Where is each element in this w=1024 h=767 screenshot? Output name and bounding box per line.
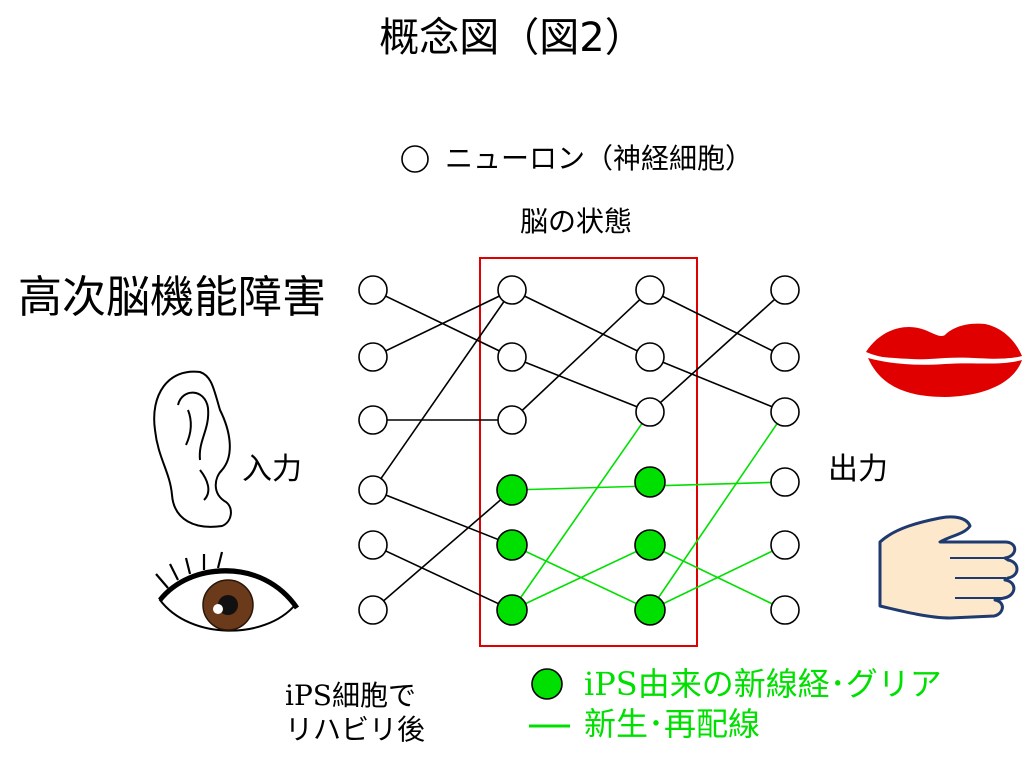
neuron [770,467,800,497]
output-label: 出力 [828,452,888,487]
lips-icon [866,323,1023,397]
legend-wiring-label: 新生･再配線 [584,705,761,743]
neuron-column-2 [496,275,528,626]
neuron [497,342,527,372]
connection [649,289,786,413]
neuron [358,475,388,505]
neuron-column-1 [358,275,388,625]
ips-neuron [496,529,528,561]
connection [511,356,651,413]
connection [511,289,651,421]
ips-neuron [496,594,528,626]
neuron [635,275,665,305]
connection [649,356,786,413]
ips-neuron [634,529,666,561]
legend-neuron-label: ニューロン（神経細胞） [445,142,754,175]
neuron [770,595,800,625]
neuron [358,342,388,372]
eye-icon [155,551,300,632]
connection [372,544,513,611]
neuron [358,405,388,435]
legend-neuron-icon [401,145,429,173]
input-label: 入力 [242,452,302,487]
new-connection [511,411,651,611]
neuron [635,397,665,427]
neuron [770,275,800,305]
ips-neuron [496,474,528,506]
new-wiring-connections [511,411,786,611]
ips-neuron [634,594,666,626]
new-connection [511,544,651,611]
neuron [358,275,388,305]
ips-rehab-caption-line2: リハビリ後 [285,713,426,746]
connection [511,289,651,358]
neuron [770,342,800,372]
neuron [635,342,665,372]
connection [372,489,513,611]
brain-state-label: 脳の状態 [520,205,633,238]
condition-label: 高次脳機能障害 [18,272,326,323]
original-connections [372,289,786,611]
neuron-column-3 [634,275,666,626]
ear-icon [153,370,232,528]
neuron [497,405,527,435]
page-title: 概念図（図2） [379,15,645,61]
legend-ips-icon [531,668,563,700]
connection [372,489,513,546]
neuron [770,530,800,560]
connection [649,289,786,358]
new-connection [649,411,786,611]
ips-rehab-caption-line1: iPS細胞で [285,679,416,712]
neuron [358,530,388,560]
hand-icon [878,515,1019,620]
neuron [770,397,800,427]
legend-ips-label: iPS由来の新線経･グリア [584,665,942,703]
neuron-column-4 [770,275,800,625]
brain-state-frame [479,257,698,647]
ips-neuron [634,466,666,498]
new-connection [649,544,786,611]
neuron [497,275,527,305]
connection [372,289,513,358]
connection [372,289,513,491]
neuron [358,595,388,625]
